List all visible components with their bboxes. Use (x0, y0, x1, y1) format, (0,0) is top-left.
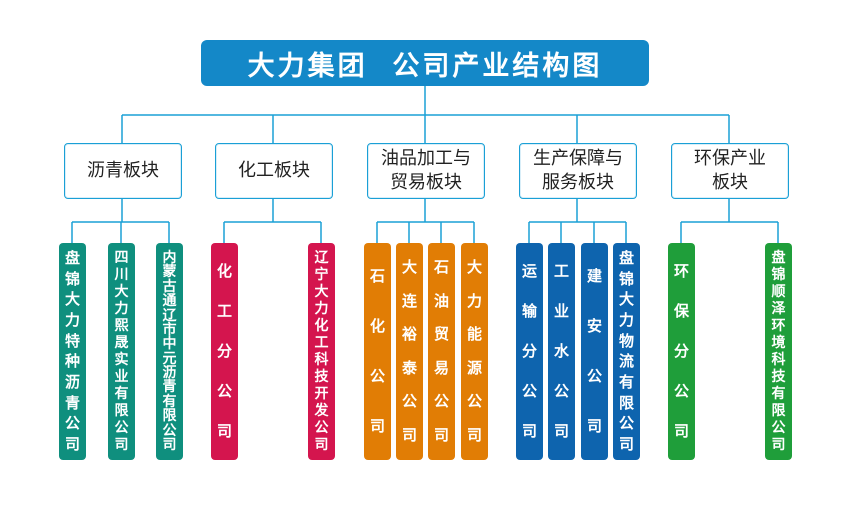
company-box: 石油贸易公司 (428, 243, 455, 460)
company-box: 内蒙古通辽市中元沥青有限公司 (156, 243, 183, 460)
company-label: 大连裕泰公司 (401, 258, 417, 444)
company-label: 化工分公司 (216, 261, 232, 441)
company-label: 运输分公司 (521, 261, 537, 441)
segment-production-service: 生产保障与 服务板块 (519, 143, 637, 199)
segment-label: 油品加工与 贸易板块 (381, 148, 471, 193)
company-label: 工业水公司 (553, 261, 569, 441)
segment-label: 生产保障与 服务板块 (533, 148, 623, 193)
company-label: 石化公司 (369, 266, 385, 436)
segment-label: 沥青板块 (87, 160, 159, 181)
chart-title-text: 大力集团 公司产业结构图 (247, 50, 603, 82)
segment-label: 化工板块 (238, 160, 310, 181)
company-box: 四川大力熙晟实业有限公司 (108, 243, 135, 460)
company-box: 大连裕泰公司 (396, 243, 423, 460)
segment-oil-processing-trade: 油品加工与 贸易板块 (367, 143, 485, 199)
company-label: 盘锦顺泽环境科技有限公司 (771, 250, 786, 453)
company-label: 建安公司 (586, 266, 602, 436)
company-box: 盘锦大力物流有限公司 (613, 243, 640, 460)
company-box: 建安公司 (581, 243, 608, 460)
segment-label: 环保产业 板块 (694, 148, 766, 193)
company-label: 盘锦大力特种沥青公司 (64, 249, 80, 453)
company-label: 内蒙古通辽市中元沥青有限公司 (162, 250, 177, 453)
company-label: 环保分公司 (673, 261, 689, 441)
chart-title: 大力集团 公司产业结构图 (201, 40, 649, 86)
company-label: 石油贸易公司 (433, 258, 449, 444)
company-label: 盘锦大力物流有限公司 (618, 249, 634, 453)
segment-environmental: 环保产业 板块 (671, 143, 789, 199)
company-box: 环保分公司 (668, 243, 695, 460)
segment-asphalt: 沥青板块 (64, 143, 182, 199)
company-box: 辽宁大力化工科技开发公司 (308, 243, 335, 460)
company-box: 运输分公司 (516, 243, 543, 460)
company-box: 化工分公司 (211, 243, 238, 460)
company-label: 大力能源公司 (466, 258, 482, 444)
company-box: 工业水公司 (548, 243, 575, 460)
company-box: 大力能源公司 (461, 243, 488, 460)
company-box: 盘锦顺泽环境科技有限公司 (765, 243, 792, 460)
company-label: 辽宁大力化工科技开发公司 (314, 250, 329, 453)
segment-chemical: 化工板块 (215, 143, 333, 199)
company-box: 盘锦大力特种沥青公司 (59, 243, 86, 460)
company-box: 石化公司 (364, 243, 391, 460)
company-label: 四川大力熙晟实业有限公司 (114, 250, 129, 453)
